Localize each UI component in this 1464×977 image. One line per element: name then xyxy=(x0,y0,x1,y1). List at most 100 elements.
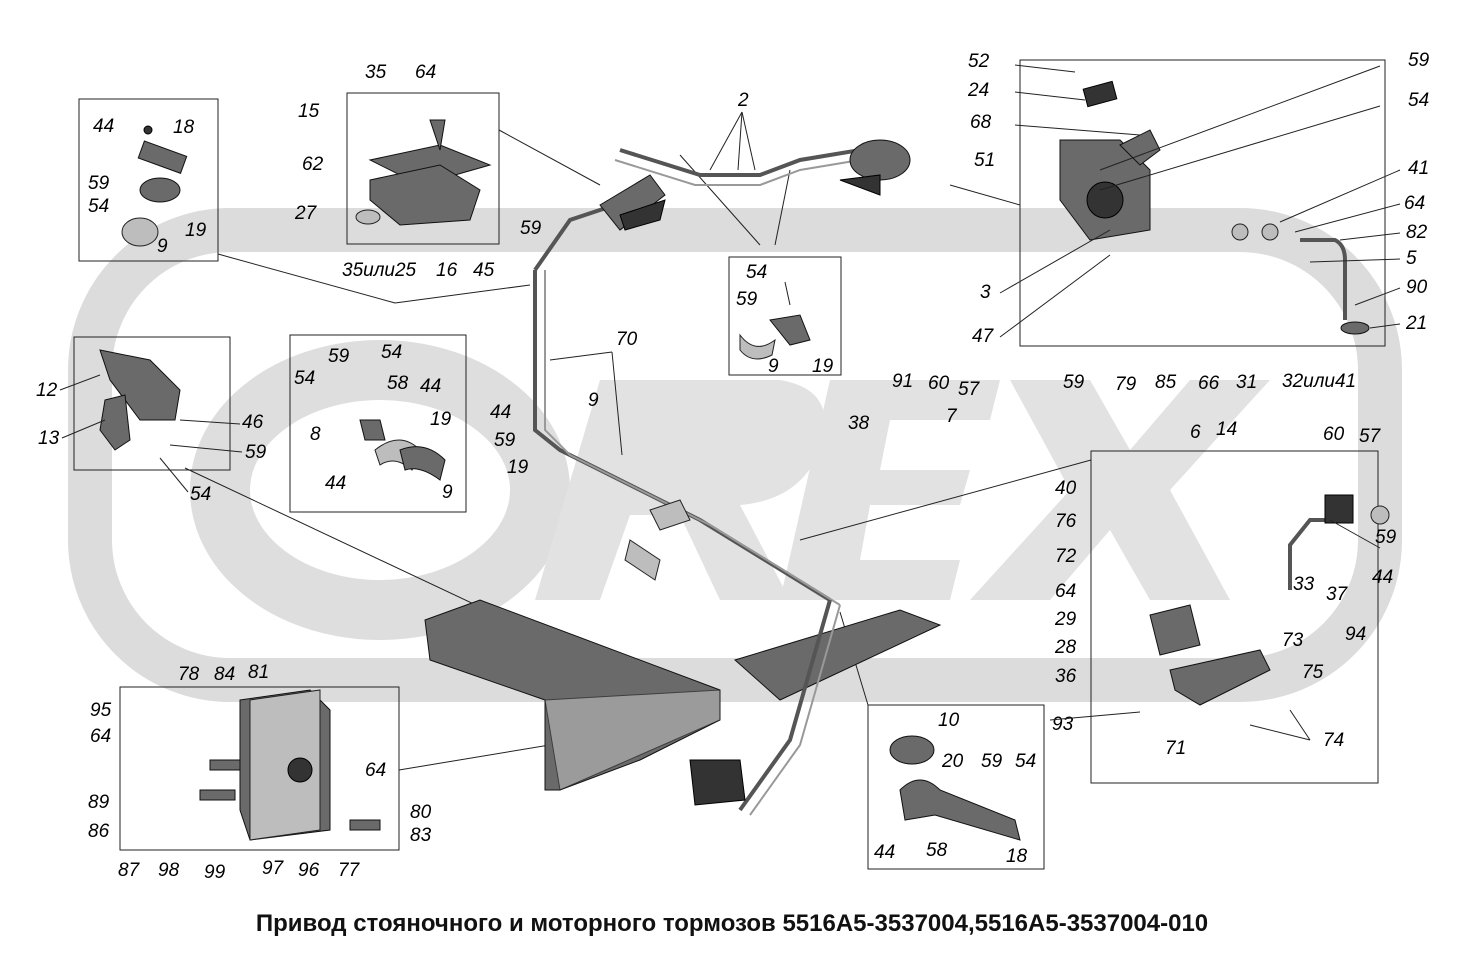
callouts-box1: 44 18 59 54 19 9 xyxy=(88,116,207,257)
detail-box-4 xyxy=(1019,59,1386,347)
callout-label: 51 xyxy=(974,150,995,171)
callout-label: 96 xyxy=(298,860,320,881)
box7-parts xyxy=(199,689,381,841)
callout-label: 59 xyxy=(981,751,1003,772)
callout-label: 18 xyxy=(173,117,195,138)
callout-label: 54 xyxy=(1015,751,1036,772)
callout-label: 44 xyxy=(1372,567,1393,588)
detail-box-9 xyxy=(1090,450,1379,784)
callout-label: 57 xyxy=(958,379,981,400)
callouts-box9: 6 14 60 57 59 44 40 76 72 64 29 28 36 93… xyxy=(1052,419,1397,759)
callout-label: 90 xyxy=(1406,277,1428,298)
page-title: Привод стояночного и моторного тормозов … xyxy=(255,910,1209,937)
callout-label: 24 xyxy=(967,80,989,101)
box3-parts xyxy=(739,281,811,360)
callout-label: 58 xyxy=(926,840,948,861)
callout-label: 54 xyxy=(88,196,109,217)
callout-label: 81 xyxy=(248,662,269,683)
callout-label: 59 xyxy=(328,346,350,367)
callout-label: 60 xyxy=(928,373,950,394)
callout-label: 16 xyxy=(436,260,458,281)
callout-label: 40 xyxy=(1055,478,1077,499)
callout-label: 64 xyxy=(415,62,436,83)
callout-label: 2 xyxy=(737,90,749,111)
callout-label: 77 xyxy=(338,860,361,881)
callout-label: 79 xyxy=(1115,374,1137,395)
callout-label: 99 xyxy=(204,862,226,883)
callout-label: 36 xyxy=(1055,666,1077,687)
callout-label: 5 xyxy=(1406,248,1417,269)
callout-label: 64 xyxy=(365,760,386,781)
callout-label: 19 xyxy=(507,457,529,478)
callout-label: 46 xyxy=(242,412,264,433)
box5-parts xyxy=(99,349,181,451)
detail-box-5 xyxy=(73,336,231,471)
callout-label: 68 xyxy=(970,112,992,133)
callout-label: 84 xyxy=(214,664,235,685)
callout-label: 58 xyxy=(387,373,409,394)
callout-label: 98 xyxy=(158,860,180,881)
callout-label: 9 xyxy=(588,390,599,411)
callout-label: 8 xyxy=(310,424,321,445)
callout-label: 75 xyxy=(1302,662,1324,683)
callouts-main: 2 70 9 44 59 19 91 60 57 38 7 xyxy=(490,90,981,478)
callout-label: 27 xyxy=(294,203,318,224)
callout-label: 15 xyxy=(298,101,320,122)
callouts-box4: 52 24 68 51 59 54 41 64 82 5 90 21 3 47 … xyxy=(967,50,1430,395)
callout-label: 41 xyxy=(1408,158,1429,179)
callout-label: 35 xyxy=(365,62,387,83)
callout-label: 19 xyxy=(430,409,452,430)
callouts-box8: 10 20 59 54 44 58 18 xyxy=(874,710,1036,867)
callout-label: 85 xyxy=(1155,372,1177,393)
callout-label: 59 xyxy=(245,442,267,463)
callouts-box2: 35 64 15 62 27 59 35или25 16 45 xyxy=(294,62,542,281)
callout-label: 93 xyxy=(1052,714,1074,735)
box1-parts xyxy=(121,125,188,247)
callout-label: 44 xyxy=(93,116,114,137)
callout-label: 54 xyxy=(294,368,315,389)
callout-label: 14 xyxy=(1216,419,1237,440)
callout-label: 59 xyxy=(520,218,542,239)
callout-label: 70 xyxy=(616,329,638,350)
callout-label: 59 xyxy=(88,173,110,194)
callout-label: 91 xyxy=(892,371,913,392)
callout-label: 59 xyxy=(494,430,516,451)
leader-lines xyxy=(59,64,1401,741)
callout-label: 83 xyxy=(410,825,432,846)
callout-label: 21 xyxy=(1405,313,1427,334)
callout-label: 19 xyxy=(185,220,207,241)
callout-label: 19 xyxy=(812,356,834,377)
callout-label: 59 xyxy=(1375,527,1397,548)
callout-label: 9 xyxy=(768,356,779,377)
box6-parts xyxy=(359,419,446,481)
callout-label: 87 xyxy=(118,860,141,881)
callouts-box6: 59 54 54 58 44 8 19 44 9 xyxy=(294,342,453,503)
callouts-box3: 59 54 19 9 xyxy=(736,262,834,377)
callout-label: 60 xyxy=(1323,424,1345,445)
detail-box-8 xyxy=(867,704,1045,870)
callout-label: 20 xyxy=(941,751,964,772)
callout-label: 44 xyxy=(420,376,441,397)
callout-label: 89 xyxy=(88,792,110,813)
callouts-box5: 12 13 46 59 54 xyxy=(36,380,267,505)
callout-label: 28 xyxy=(1054,637,1077,658)
callout-label: 82 xyxy=(1406,222,1428,243)
callout-label: 9 xyxy=(442,482,453,503)
callout-label: 37 xyxy=(1326,584,1349,605)
callout-label: 54 xyxy=(1408,90,1429,111)
callout-label: 3 xyxy=(980,282,991,303)
callout-label: 31 xyxy=(1236,372,1257,393)
box4-parts xyxy=(1059,80,1370,335)
box2-parts xyxy=(355,119,492,226)
callout-label: 71 xyxy=(1165,738,1186,759)
callout-label: 13 xyxy=(38,428,60,449)
callout-label: 29 xyxy=(1054,609,1077,630)
watermark-logo xyxy=(68,208,1402,702)
callout-label: 59 xyxy=(1408,50,1430,71)
callout-label: 54 xyxy=(381,342,402,363)
callout-label: 97 xyxy=(262,858,285,879)
callout-label: 44 xyxy=(874,842,895,863)
callout-label: 62 xyxy=(302,154,324,175)
callout-label: 78 xyxy=(178,664,200,685)
callout-label: 80 xyxy=(410,802,432,823)
